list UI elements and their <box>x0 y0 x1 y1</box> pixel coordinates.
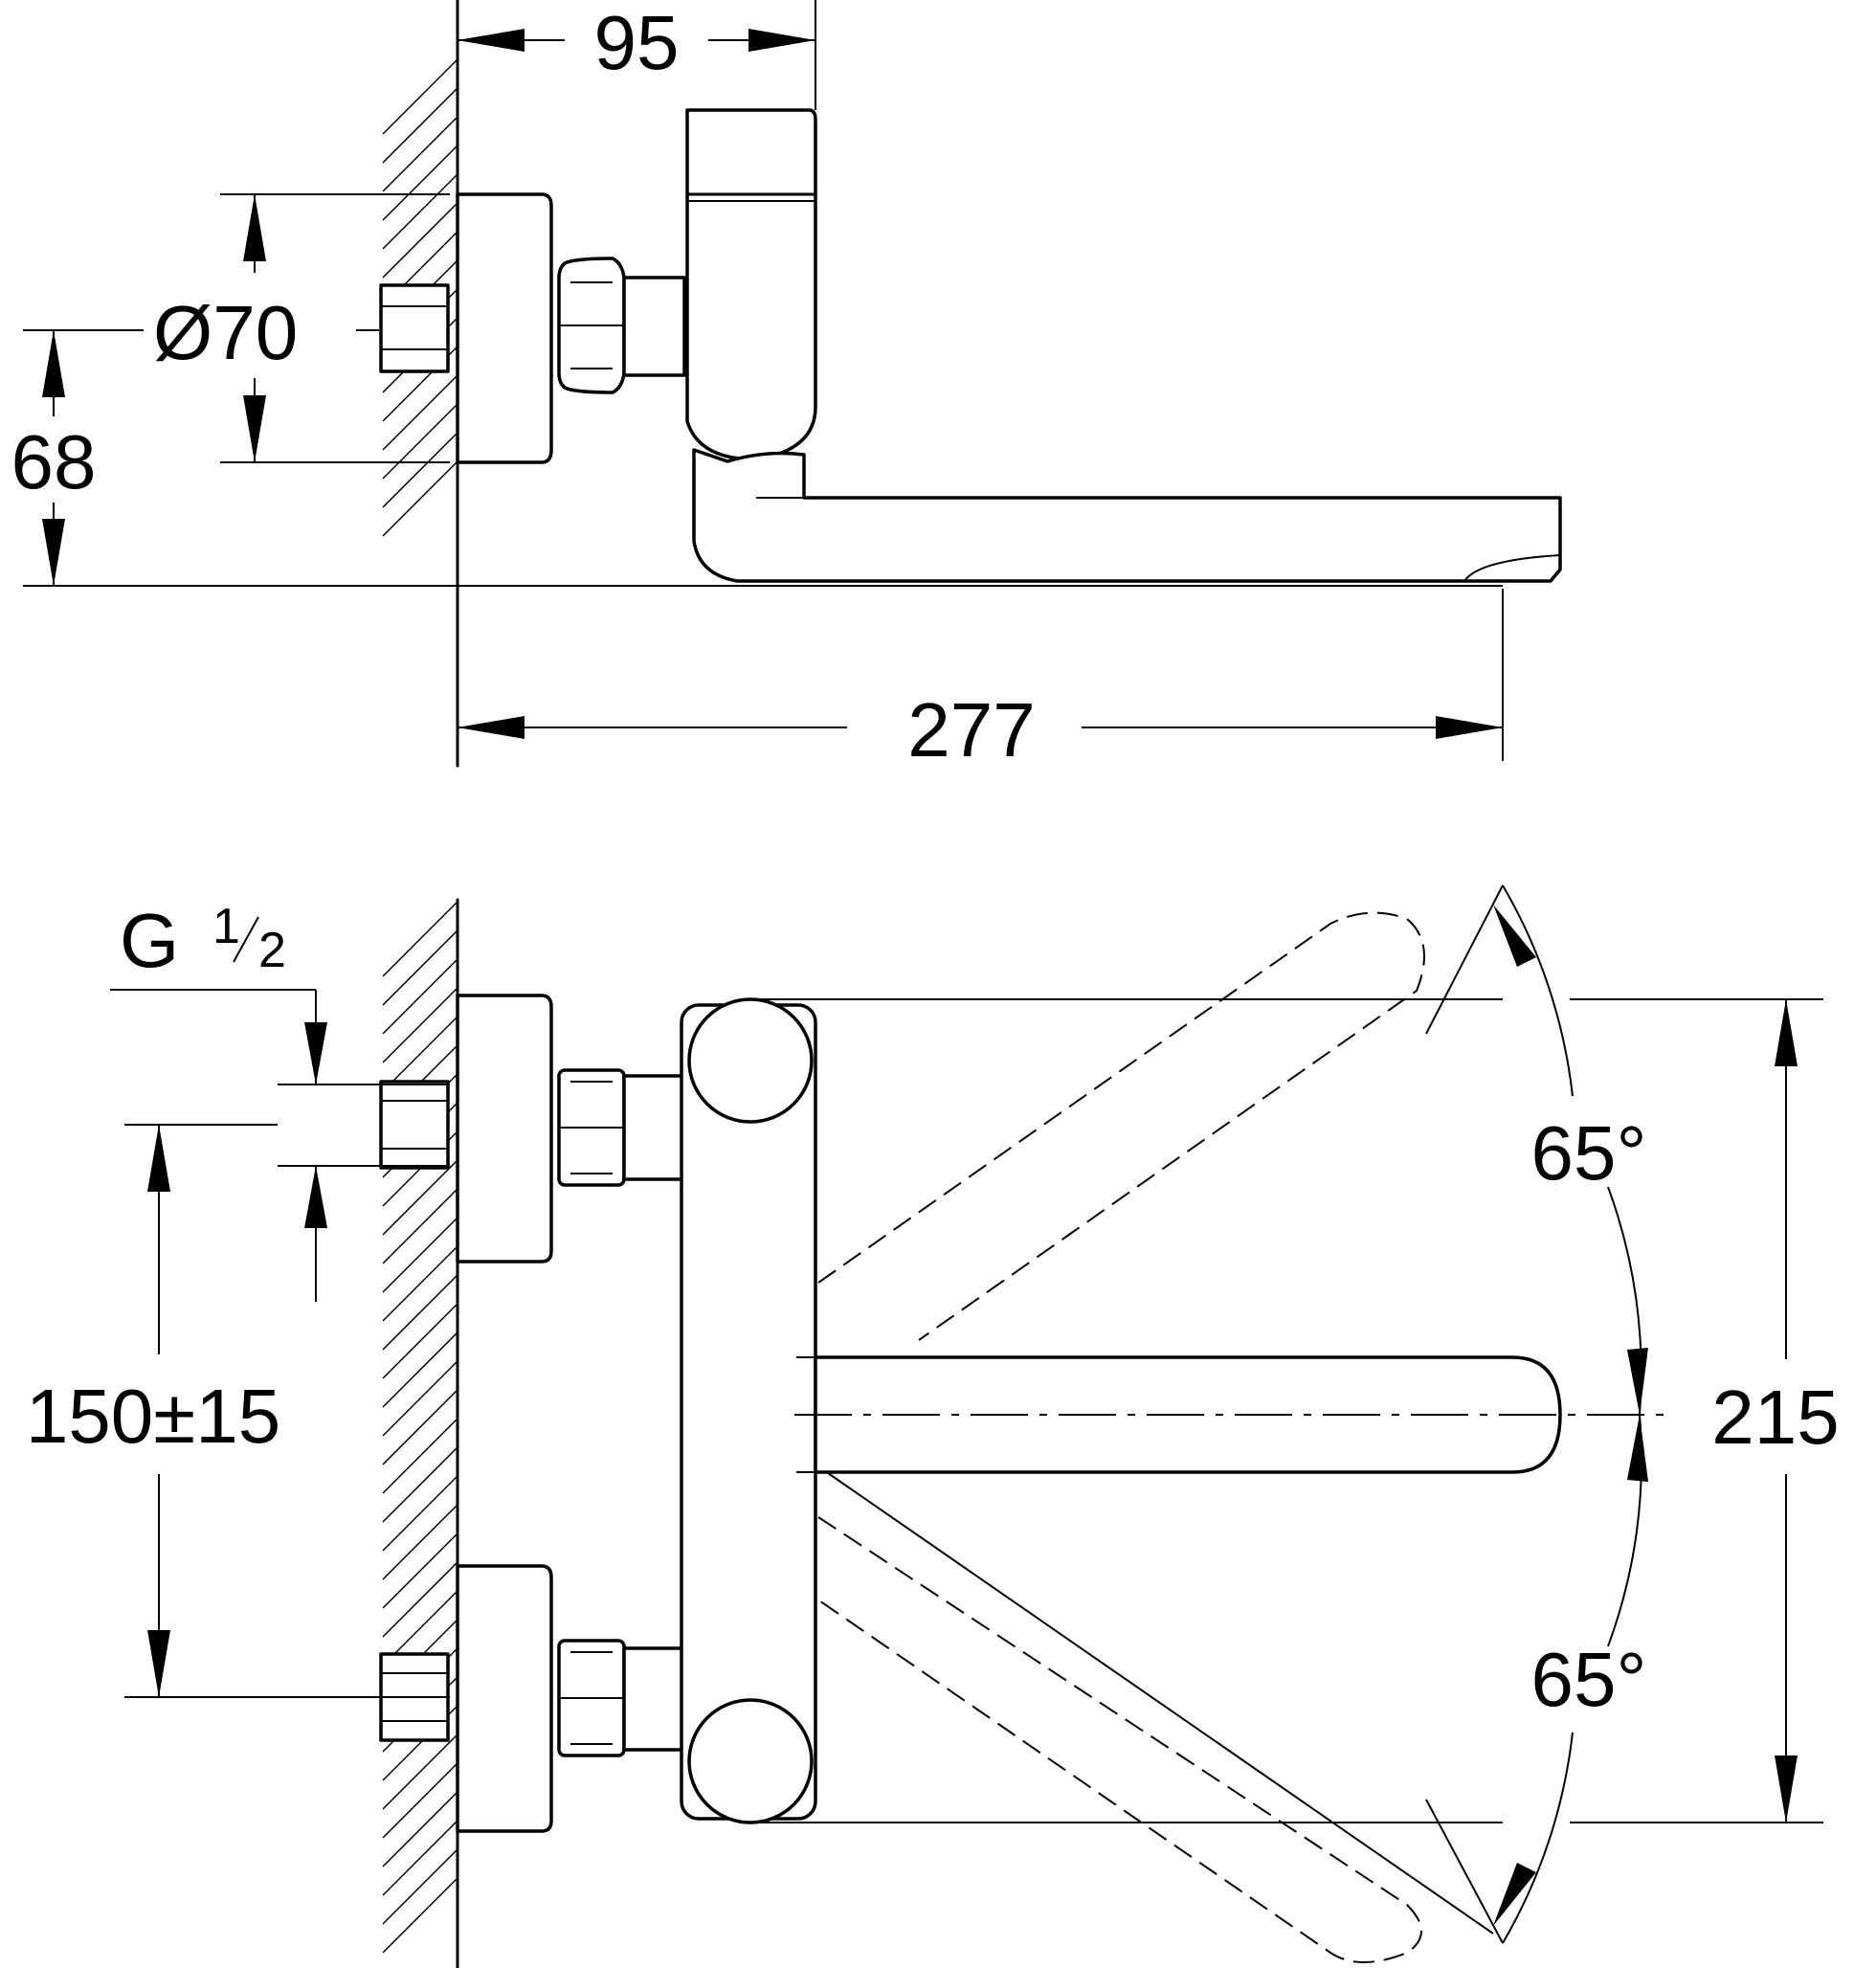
dim-68: 68 <box>11 419 97 504</box>
inlet-pipe-side <box>379 283 450 373</box>
rosette-side <box>456 192 553 464</box>
dim-diameter-70: Ø70 <box>153 290 298 375</box>
thread-label-g: G <box>120 898 179 983</box>
angle-arc-lower-a <box>1502 1732 1574 1944</box>
connector-lower <box>622 1646 686 1752</box>
connector-side <box>622 276 686 377</box>
thread-label-slash <box>233 916 259 963</box>
dim-95: 95 <box>594 0 680 85</box>
spout-rotated-up <box>817 911 1425 1341</box>
spout-side <box>692 448 1562 583</box>
dim-277: 277 <box>907 687 1035 772</box>
inlet-pipe-upper <box>379 1080 450 1170</box>
dim-150-15: 150±15 <box>26 1374 280 1459</box>
connector-upper <box>622 1074 686 1181</box>
mixer-body-front <box>680 1003 817 1821</box>
rosette-lower <box>456 1564 553 1833</box>
angle-65-upper: 65° <box>1531 1110 1647 1196</box>
rosette-upper <box>456 994 553 1264</box>
angle-arc-upper-a <box>1502 884 1574 1097</box>
mixer-body-side <box>685 108 817 461</box>
angle-65-lower: 65° <box>1531 1637 1647 1722</box>
wall-hatching-side <box>382 58 458 537</box>
end-cap-upper <box>687 997 814 1124</box>
front-view: 215 65° 65° G 1 2 150±15 <box>26 884 1840 1968</box>
side-view: 95 Ø70 68 277 <box>11 0 1562 772</box>
thread-label-denominator: 2 <box>258 923 286 978</box>
thread-label-numerator: 1 <box>212 899 240 954</box>
wall-hatching-front <box>382 901 458 1954</box>
dim-215: 215 <box>1711 1375 1839 1460</box>
end-cap-lower <box>687 1698 814 1824</box>
spout-rotated-down <box>813 1516 1422 1963</box>
